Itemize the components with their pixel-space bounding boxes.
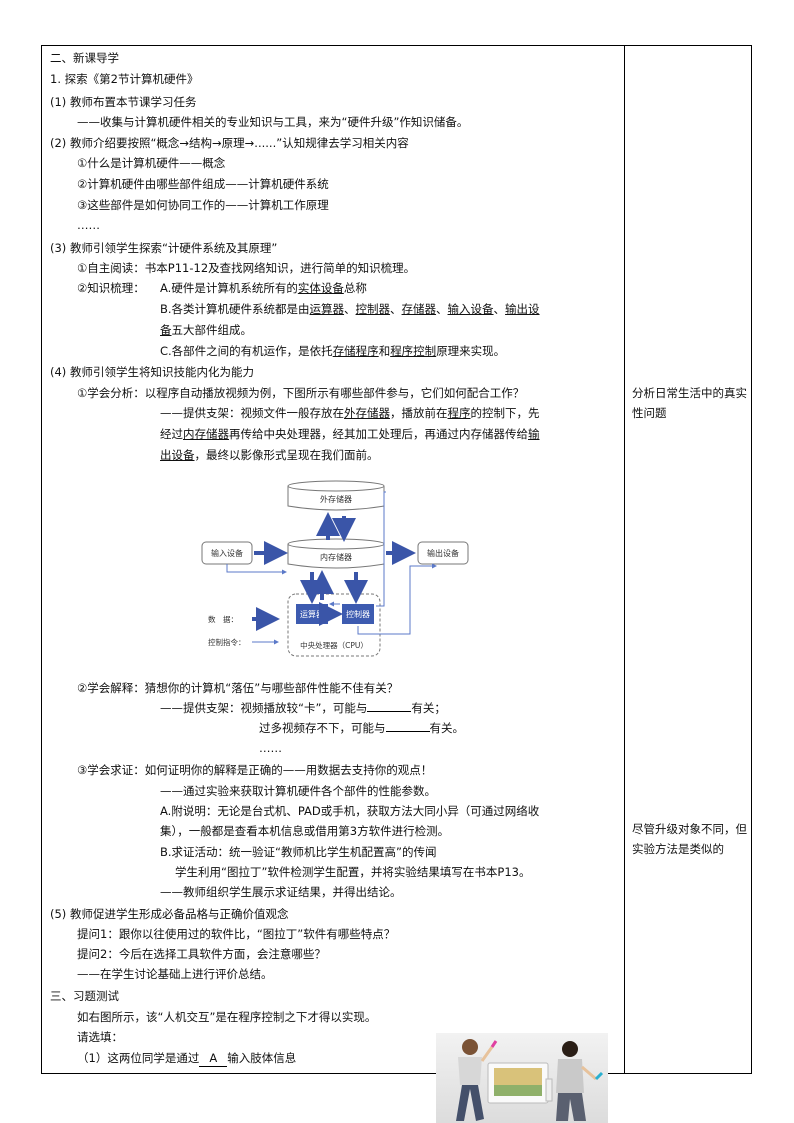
- p4-explain-support1: ——提供支架：视频播放较“卡”，可能与有关；: [160, 701, 446, 715]
- p2-item: ②计算机硬件由哪些部件组成——计算机硬件系统: [77, 177, 329, 191]
- p4-verify-b3: ——教师组织学生展示求证结果，并得出结论。: [160, 885, 402, 899]
- p5-title: (5) 教师促进学生形成必备品格与正确价值观念: [50, 907, 289, 921]
- p3-c: C.各部件之间的有机运作，是依托存储程序和程序控制原理来实现。: [160, 344, 506, 358]
- exercise-intro: 如右图所示，该“人机交互”是在程序控制之下才得以实现。: [77, 1010, 377, 1024]
- p4-verify-a2: 集），一般都是查看本机信息或借用第3方软件进行检测。: [160, 824, 450, 838]
- p3-title: (3) 教师引领学生探索“计硬件系统及其原理”: [50, 241, 278, 255]
- cu-node: [342, 604, 374, 624]
- p4-verify: ③学会求证：如何证明你的解释是正确的——用数据去支持你的观点！: [77, 763, 433, 777]
- p4-verify-b1: B.求证活动：统一验证“教师机比学生机配置高”的传闻: [160, 845, 437, 859]
- lesson-table: [41, 45, 752, 1074]
- p4-support1: ——提供支架：视频文件一般存放在外存储器，播放前在程序的控制下，先: [160, 406, 540, 420]
- motion-game-photo: [436, 1033, 608, 1123]
- alu-label: 运算器: [300, 609, 324, 619]
- exercise-fill: 请选填：: [77, 1030, 123, 1044]
- ext-storage-label: 外存储器: [320, 494, 352, 504]
- cpu-label: 中央处理器（CPU）: [300, 640, 368, 650]
- p4-explain-support2: 过多视频存不下，可能与有关。: [259, 721, 464, 735]
- p5-q1: 提问1：跟你以往使用过的软件比，“图拉丁”软件有哪些特点？: [77, 927, 396, 941]
- p4-title: (4) 教师引领学生将知识技能内化为能力: [50, 365, 254, 379]
- p2-item: ①什么是计算机硬件——概念: [77, 156, 226, 170]
- memory-node: 内存储器: [287, 538, 385, 569]
- side-note-experiment: 尽管升级对象不同，但实验方法是类似的: [632, 822, 747, 856]
- external-storage-node: 外存储器: [287, 480, 385, 511]
- memory-label: 内存储器: [320, 552, 352, 562]
- cpu-frame: [287, 593, 381, 657]
- data-arrows: [254, 512, 416, 626]
- p3-sort-label: ②知识梳理：: [77, 281, 145, 295]
- p2-item: ③这些部件是如何协同工作的——计算机工作原理: [77, 198, 329, 212]
- p4-verify-a1: A.附说明：无论是台式机、PAD或手机，获取方法大同小异（可通过网络收: [160, 804, 540, 818]
- p4-support2: 经过内存储器再传给中央处理器，经其加工处理后，再通过内存储器传给输: [160, 427, 540, 441]
- p2-title: (2) 教师介绍要按照“概念→结构→原理→......”认知规律去学习相关内容: [50, 136, 409, 150]
- p3-a: A.硬件是计算机系统所有的实体设备总称: [160, 281, 367, 295]
- output-label: 输出设备: [427, 548, 459, 558]
- p1-title: (1) 教师布置本节课学习任务: [50, 95, 197, 109]
- p3-b: B.各类计算机硬件系统都是由运算器、控制器、存储器、输入设备、输出设: [160, 302, 540, 316]
- p4-analyze: ①学会分析：以程序自动播放视频为例，下图所示有哪些部件参与，它们如何配合工作？: [77, 386, 525, 400]
- p5-summary: ——在学生讨论基础上进行评价总结。: [77, 967, 273, 981]
- computer-architecture-diagram: 外存储器 内存储器 输入设备 输出设备 运算器 控制器 中央处理器（CPU） 数…: [201, 480, 469, 657]
- p2-item: ……: [77, 218, 100, 232]
- legend-data: 数 据：: [208, 614, 238, 624]
- p4-support3: 出设备，最终以影像形式呈现在我们面前。: [160, 448, 379, 462]
- section2-title: 二、新课导学: [50, 51, 119, 65]
- control-lines: [226, 491, 437, 635]
- cu-label: 控制器: [346, 609, 370, 619]
- column-divider: [624, 45, 625, 1074]
- p4-verify-1: ——通过实验来获取计算机硬件各个部件的性能参数。: [160, 784, 436, 798]
- output-device-node: [417, 541, 469, 565]
- p3-b-cont: 备五大部件组成。: [160, 323, 252, 337]
- p4-explain-more: ……: [259, 741, 282, 755]
- p4-verify-b2: 学生利用“图拉丁”软件检测学生配置，并将实验结果填写在书本P13。: [175, 865, 531, 879]
- input-label: 输入设备: [211, 548, 243, 558]
- item1-title: 1. 探索《第2节计算机硬件》: [50, 72, 199, 86]
- p1-text: ——收集与计算机硬件相关的专业知识与工具，来为“硬件升级”作知识储备。: [77, 115, 469, 129]
- p3-read: ①自主阅读：书本P11-12及查找网络知识，进行简单的知识梳理。: [77, 261, 416, 275]
- legend-control: 控制指令：: [208, 637, 246, 647]
- p5-q2: 提问2：今后在选择工具软件方面，会注意哪些？: [77, 947, 326, 961]
- side-note-analysis: 分析日常生活中的真实性问题: [632, 386, 747, 420]
- section3-title: 三、习题测试: [50, 989, 119, 1003]
- p4-explain: ②学会解释：猜想你的计算机“落伍”与哪些部件性能不佳有关？: [77, 681, 399, 695]
